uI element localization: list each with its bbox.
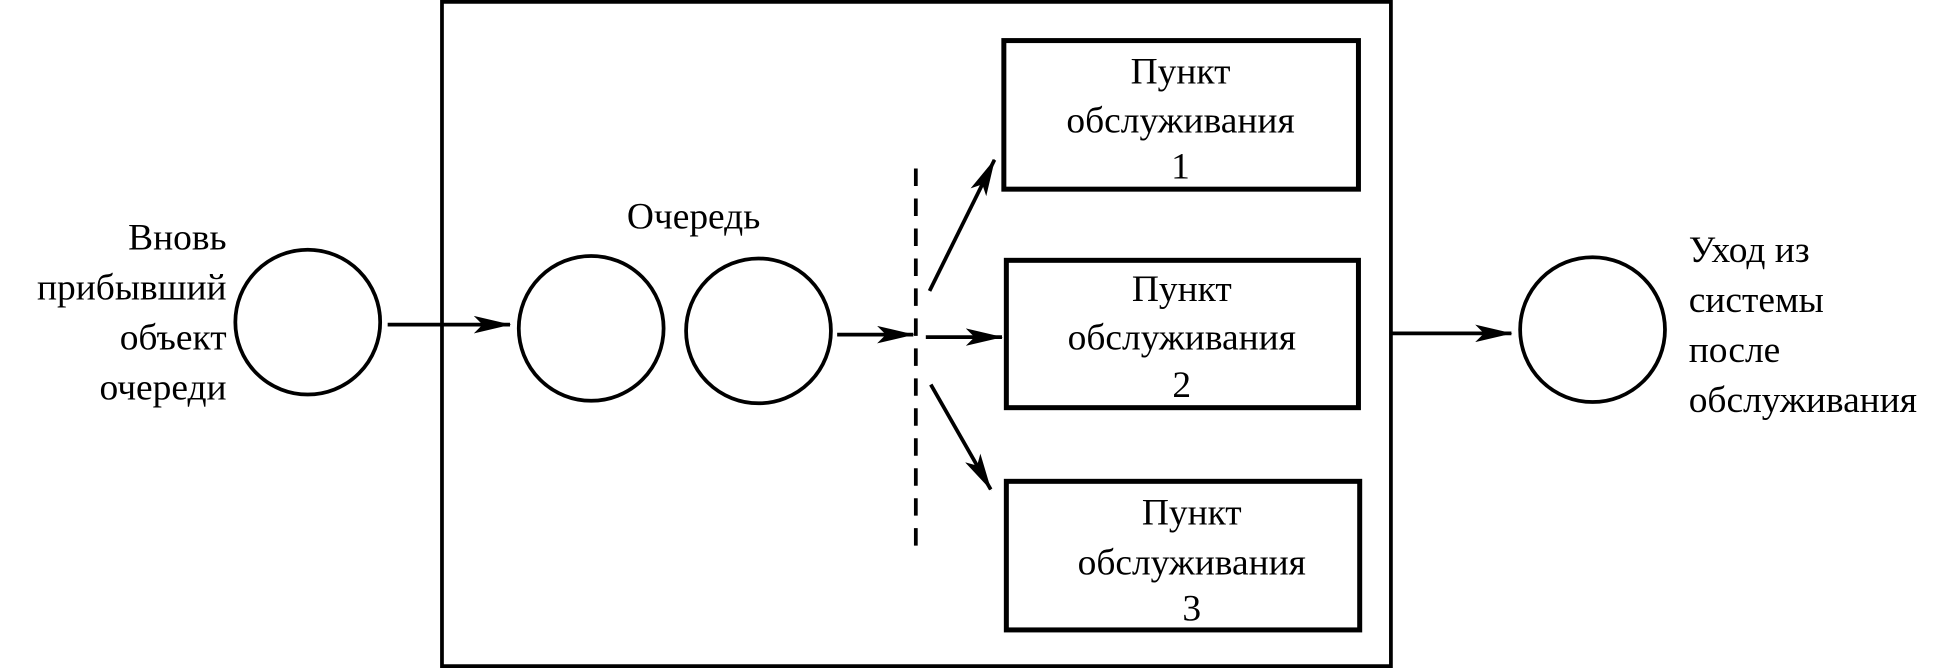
service-point-label-line: обслуживания — [1066, 100, 1294, 141]
service-point-3: Пункт обслуживания 3 — [1003, 478, 1363, 633]
service-point-label-line: обслуживания — [1068, 318, 1296, 359]
departed-object-circle — [1518, 255, 1667, 404]
dispatch-arrow-server-3 — [929, 383, 993, 491]
service-point-label-line: Пункт — [1142, 492, 1242, 533]
arrival-label-line: очереди — [99, 368, 226, 409]
service-point-2: Пункт обслуживания 2 — [1003, 257, 1361, 411]
service-point-box — [1003, 257, 1361, 411]
queue-label: Очередь — [627, 196, 760, 237]
service-point-label-line: 1 — [1171, 147, 1190, 188]
arrival-object-circle — [233, 247, 383, 397]
departure-label-line: Уход из — [1689, 230, 1810, 271]
service-point-label-line: обслуживания — [1078, 542, 1306, 583]
departure-label-line: системы — [1689, 280, 1824, 321]
arrival-label-line: Вновь — [128, 218, 226, 259]
service-point-label-line: 2 — [1172, 365, 1191, 406]
service-point-box — [1001, 38, 1361, 192]
service-point-box — [1003, 478, 1363, 633]
departure-label-line: обслуживания — [1689, 380, 1917, 421]
queue-item-circle — [684, 256, 833, 406]
queue-item-circle — [516, 254, 666, 403]
dispatch-arrow-server-1 — [927, 158, 997, 292]
arrival-label-line: объект — [120, 318, 227, 359]
arrival-label: Вновь прибывший объект очереди — [37, 218, 227, 409]
service-point-label-line: Пункт — [1132, 269, 1232, 310]
service-point-1: Пункт обслуживания 1 — [1001, 38, 1361, 192]
system-boundary — [440, 0, 1393, 668]
service-point-label-line: 3 — [1182, 589, 1201, 630]
service-point-label-line: Пункт — [1131, 52, 1231, 93]
departure-label-line: после — [1689, 330, 1781, 371]
departure-label: Уход из системы после обслуживания — [1689, 230, 1917, 421]
arrival-label-line: прибывший — [37, 268, 227, 309]
